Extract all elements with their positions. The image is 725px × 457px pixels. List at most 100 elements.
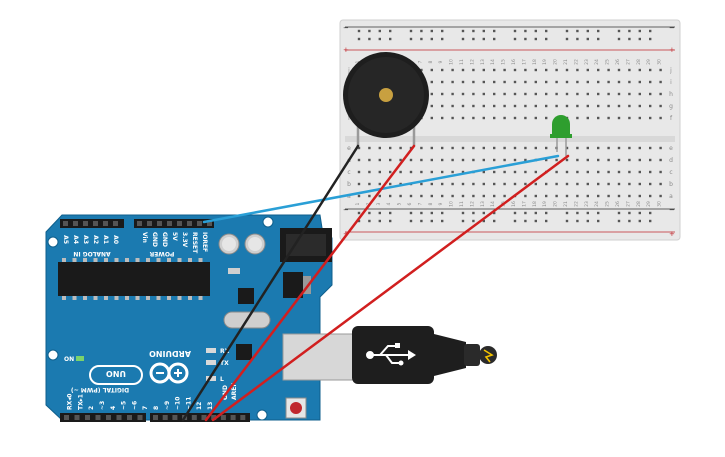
terminal-hole[interactable] [628,158,631,162]
rail-hole[interactable] [357,29,361,33]
rail-hole[interactable] [576,219,579,223]
piezo-buzzer[interactable] [343,52,429,146]
rail-hole[interactable] [586,211,589,215]
rail-hole[interactable] [482,219,485,223]
header-pin[interactable] [167,221,172,226]
rail-hole[interactable] [576,37,579,41]
terminal-hole[interactable] [638,92,641,96]
rail-hole[interactable] [461,29,465,33]
terminal-hole[interactable] [441,170,444,174]
terminal-hole[interactable] [617,92,621,96]
rail-hole[interactable] [378,29,381,33]
rail-hole[interactable] [389,211,392,215]
rail-hole[interactable] [565,29,569,33]
terminal-hole[interactable] [503,194,506,198]
terminal-hole[interactable] [482,194,485,198]
terminal-hole[interactable] [638,116,641,120]
rail-hole[interactable] [430,37,433,41]
terminal-hole[interactable] [524,116,527,120]
terminal-hole[interactable] [430,80,433,84]
terminal-hole[interactable] [565,68,569,72]
terminal-hole[interactable] [628,116,631,120]
terminal-hole[interactable] [472,104,475,108]
terminal-hole[interactable] [628,92,631,96]
terminal-hole[interactable] [430,68,433,72]
terminal-hole[interactable] [555,158,558,162]
header-pin[interactable] [207,221,212,226]
terminal-hole[interactable] [493,104,496,108]
terminal-hole[interactable] [420,170,423,174]
terminal-hole[interactable] [461,104,465,108]
terminal-hole[interactable] [461,194,465,198]
terminal-hole[interactable] [586,92,589,96]
terminal-hole[interactable] [493,170,496,174]
terminal-hole[interactable] [545,194,548,198]
terminal-hole[interactable] [461,146,465,150]
terminal-hole[interactable] [420,68,423,72]
terminal-hole[interactable] [576,104,579,108]
terminal-hole[interactable] [368,182,371,186]
rail-hole[interactable] [389,37,392,41]
terminal-hole[interactable] [493,158,496,162]
rail-hole[interactable] [617,37,621,41]
terminal-hole[interactable] [513,116,517,120]
rail-hole[interactable] [586,219,589,223]
header-pin[interactable] [85,415,90,420]
terminal-hole[interactable] [493,146,496,150]
rail-hole[interactable] [524,37,527,41]
terminal-hole[interactable] [524,146,527,150]
rail-hole[interactable] [482,29,485,33]
terminal-hole[interactable] [534,170,537,174]
terminal-hole[interactable] [493,92,496,96]
terminal-hole[interactable] [586,116,589,120]
terminal-hole[interactable] [659,92,662,96]
terminal-hole[interactable] [461,182,465,186]
terminal-hole[interactable] [586,104,589,108]
terminal-hole[interactable] [534,104,537,108]
terminal-hole[interactable] [607,104,610,108]
terminal-hole[interactable] [451,80,454,84]
terminal-hole[interactable] [493,182,496,186]
terminal-hole[interactable] [399,158,402,162]
terminal-hole[interactable] [545,80,548,84]
terminal-hole[interactable] [503,104,506,108]
rail-hole[interactable] [461,37,465,41]
rail-hole[interactable] [524,29,527,33]
rail-hole[interactable] [378,211,381,215]
terminal-hole[interactable] [451,116,454,120]
terminal-hole[interactable] [555,68,558,72]
terminal-hole[interactable] [409,158,413,162]
rail-hole[interactable] [472,37,475,41]
terminal-hole[interactable] [649,80,652,84]
terminal-hole[interactable] [607,194,610,198]
header-pin[interactable] [147,221,152,226]
rail-hole[interactable] [368,37,371,41]
terminal-hole[interactable] [378,158,381,162]
terminal-hole[interactable] [659,80,662,84]
terminal-hole[interactable] [565,170,569,174]
terminal-hole[interactable] [659,116,662,120]
terminal-hole[interactable] [420,182,423,186]
terminal-hole[interactable] [503,68,506,72]
rail-hole[interactable] [545,29,548,33]
header-pin[interactable] [74,415,80,420]
terminal-hole[interactable] [649,158,652,162]
terminal-hole[interactable] [378,170,381,174]
rail-hole[interactable] [617,219,621,223]
terminal-hole[interactable] [451,170,454,174]
terminal-hole[interactable] [555,92,558,96]
terminal-hole[interactable] [503,92,506,96]
rail-hole[interactable] [493,37,496,41]
terminal-hole[interactable] [545,104,548,108]
usb-cable[interactable] [352,326,497,384]
terminal-hole[interactable] [461,80,465,84]
header-pin[interactable] [230,415,236,420]
terminal-hole[interactable] [441,92,444,96]
terminal-hole[interactable] [389,146,392,150]
rail-hole[interactable] [441,37,444,41]
terminal-hole[interactable] [659,182,662,186]
terminal-hole[interactable] [430,194,433,198]
rail-hole[interactable] [565,211,569,215]
terminal-hole[interactable] [576,146,579,150]
terminal-hole[interactable] [451,146,454,150]
